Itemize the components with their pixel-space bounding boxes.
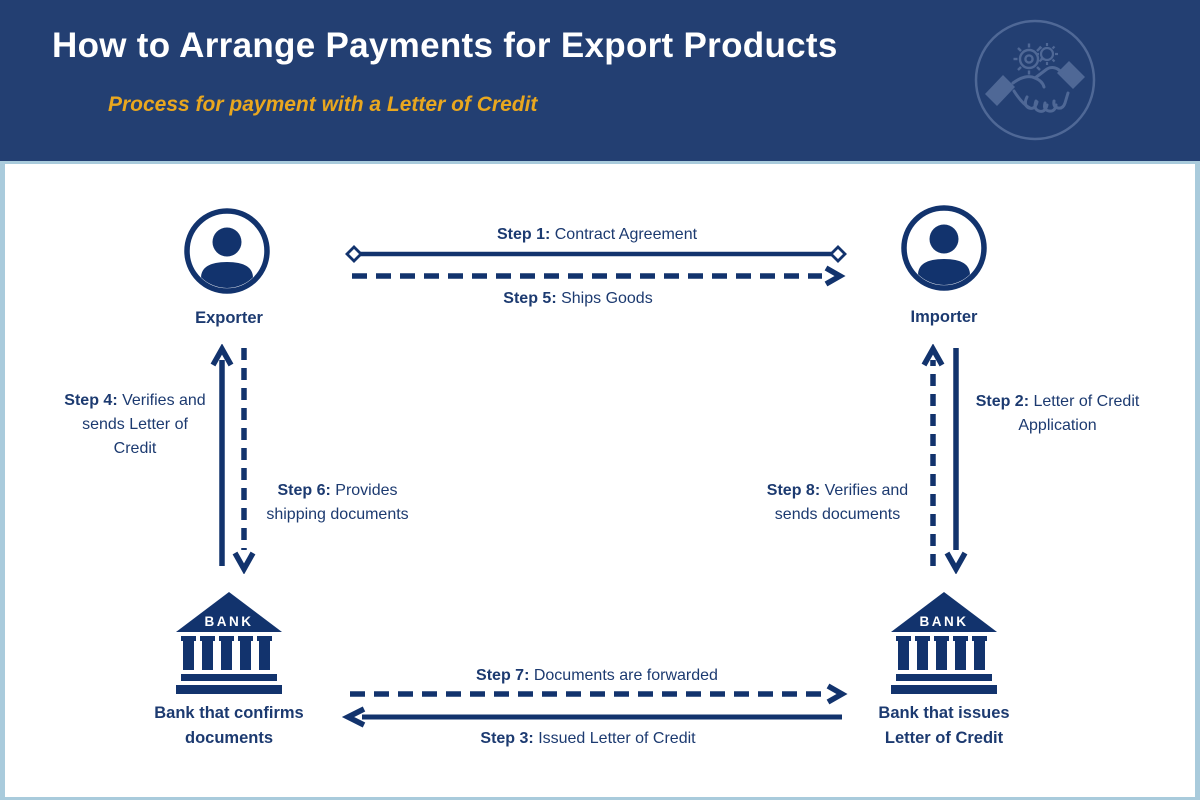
step8-label: Step 8: Verifies and sends documents: [766, 482, 909, 523]
step3-arrow: [341, 706, 842, 728]
header-banner: How to Arrange Payments for Export Produ…: [0, 0, 1200, 161]
importer-label: Importer: [910, 308, 978, 326]
step4-step6-arrows: [210, 344, 256, 574]
step6-label: Step 6: Provides shipping documents: [266, 482, 409, 523]
page-title: How to Arrange Payments for Export Produ…: [52, 26, 838, 65]
confirming-bank-icon: BANK: [176, 592, 282, 694]
step7-arrow: [350, 683, 848, 705]
step5-arrow: [352, 265, 846, 287]
issuing-bank-label: Bank that issues Letter of Credit: [878, 704, 1010, 747]
page-subtitle: Process for payment with a Letter of Cre…: [108, 93, 538, 116]
bank-sign-text: BANK: [920, 614, 969, 629]
issuing-bank-icon: BANK: [891, 592, 997, 694]
step2-label: Step 2: Letter of Credit Application: [975, 393, 1140, 434]
exporter-person-icon: [184, 208, 270, 294]
step1-label: Step 1: Contract Agreement: [496, 226, 698, 243]
handshake-gears-icon: [974, 19, 1096, 141]
step3-label: Step 3: Issued Letter of Credit: [480, 730, 696, 747]
importer-person-icon: [901, 205, 987, 291]
step7-label: Step 7: Documents are forwarded: [476, 667, 718, 684]
exporter-label: Exporter: [195, 309, 263, 327]
step2-step8-arrows: [921, 344, 968, 574]
confirming-bank-label: Bank that confirms documents: [154, 704, 304, 747]
bank-sign-text: BANK: [205, 614, 254, 629]
step1-connector-line: [345, 245, 847, 263]
step4-label: Step 4: Verifies and sends Letter of Cre…: [64, 392, 206, 457]
step5-label: Step 5: Ships Goods: [503, 290, 653, 307]
